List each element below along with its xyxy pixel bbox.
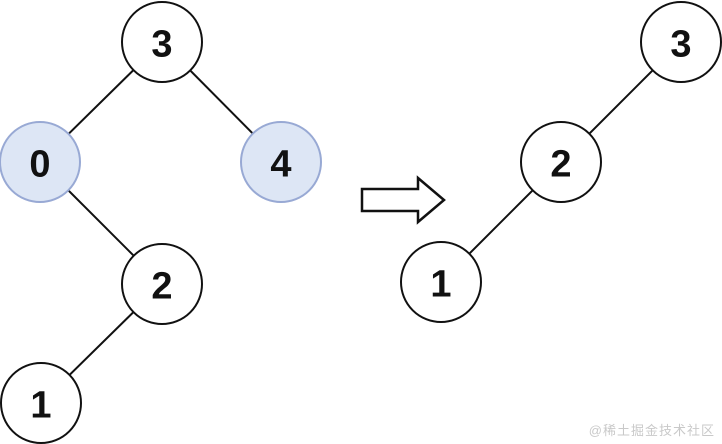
tree-node-before-3 [121,1,203,83]
tree-node-label-before-0: 0 [29,143,50,185]
tree-node-before-1 [0,362,82,444]
tree-node-before-4 [240,121,322,203]
tree-node-label-after-1: 1 [430,263,451,305]
tree-node-label-before-2: 2 [151,265,172,307]
tree-node-after-1 [400,241,482,323]
tree-node-label-after-2: 2 [550,143,571,185]
tree-node-label-before-3: 3 [151,23,172,65]
tree-node-before-2 [121,243,203,325]
tree-node-before-0 [0,121,81,203]
transform-arrow-icon [360,175,446,225]
tree-node-after-2 [520,121,602,203]
tree-node-label-before-1: 1 [30,384,51,426]
tree-node-after-3 [640,1,722,83]
watermark: @稀土掘金技术社区 [588,423,715,438]
tree-node-label-after-3: 3 [670,23,691,65]
tree-node-label-before-4: 4 [270,143,291,185]
